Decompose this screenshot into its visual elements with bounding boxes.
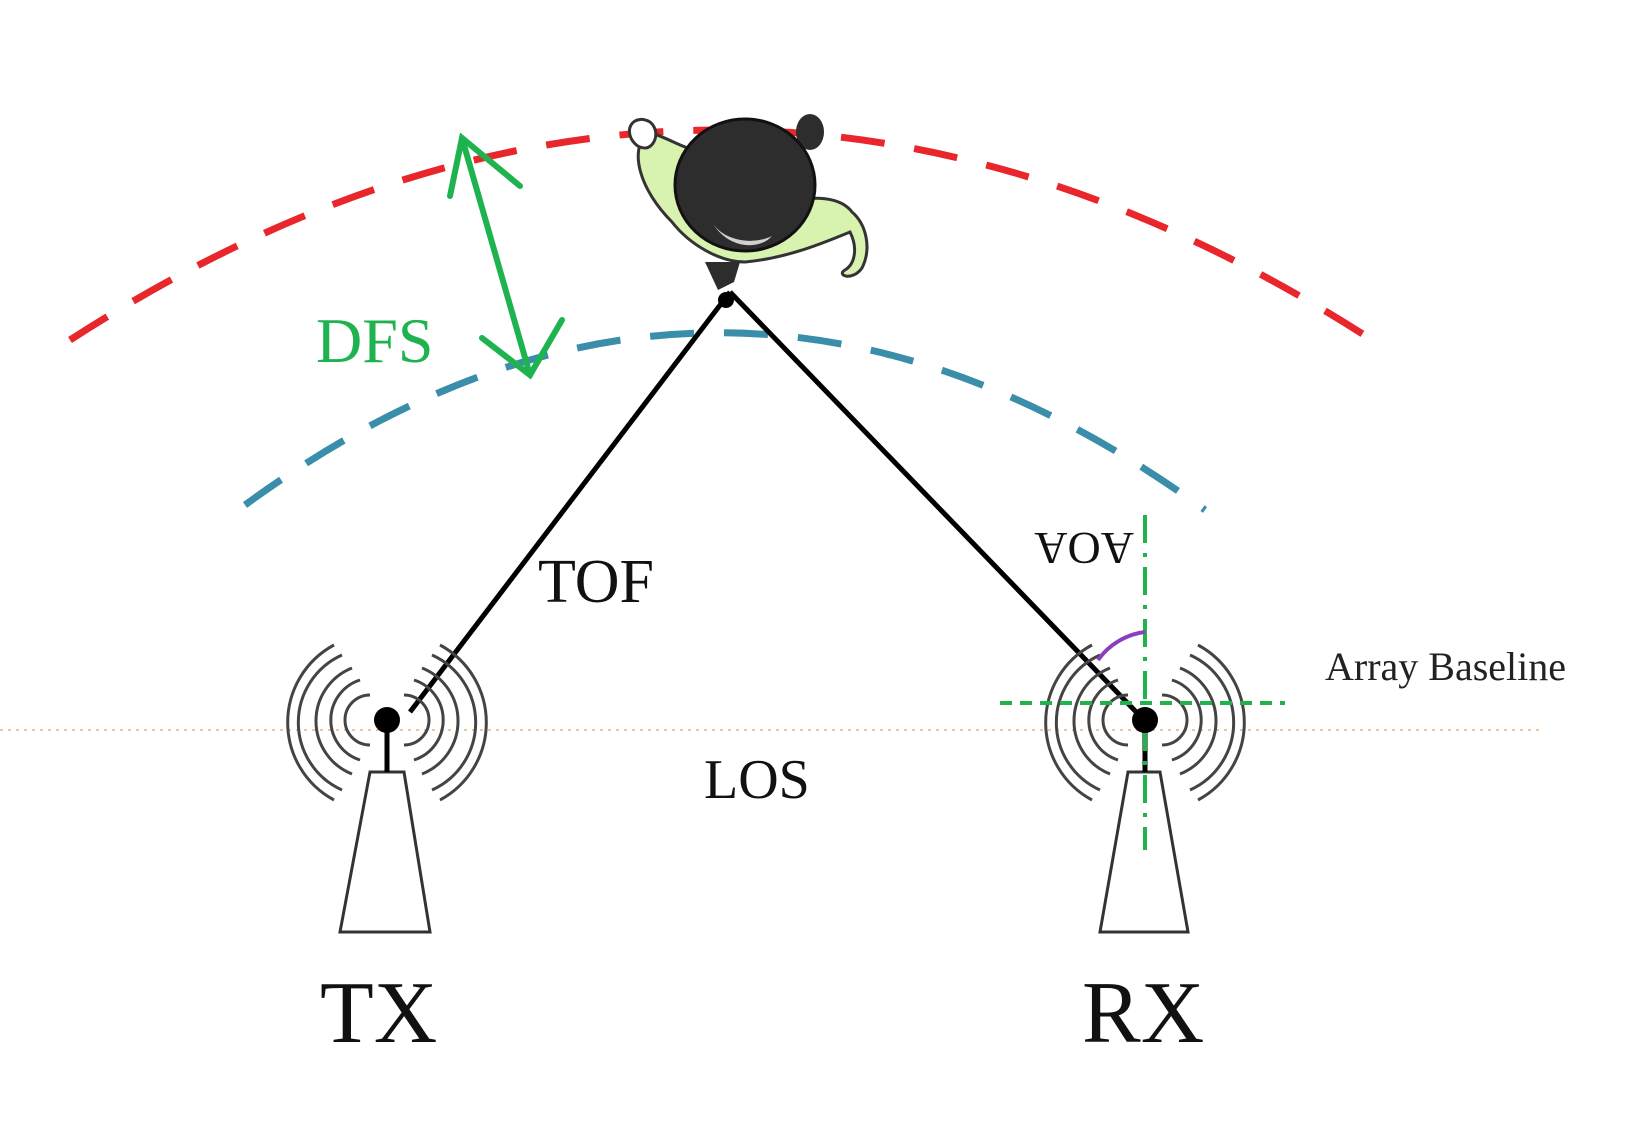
rx-antenna-node (1132, 707, 1158, 733)
aoa-angle-arc (1096, 630, 1146, 662)
aoa-label: AOA (1034, 523, 1134, 574)
person-top-view-icon (627, 114, 869, 290)
array-baseline-label: Array Baseline (1325, 644, 1566, 689)
inner-fresnel-arc (242, 329, 1208, 513)
tof-label: TOF (538, 548, 654, 616)
tof-path (408, 290, 732, 714)
signal-paths (408, 290, 1144, 720)
reflection-path (728, 290, 1144, 720)
tx-label: TX (320, 965, 437, 1062)
rx-antenna-icon (1044, 643, 1246, 934)
los-label: LOS (704, 749, 810, 811)
aoa-guides (1000, 515, 1285, 850)
dfs-arrow (447, 132, 565, 380)
dfs-label: DFS (316, 305, 433, 376)
tx-antenna-node (374, 707, 400, 733)
tx-antenna-icon (286, 643, 488, 934)
reflection-point (718, 292, 734, 308)
rx-label: RX (1082, 965, 1204, 1062)
